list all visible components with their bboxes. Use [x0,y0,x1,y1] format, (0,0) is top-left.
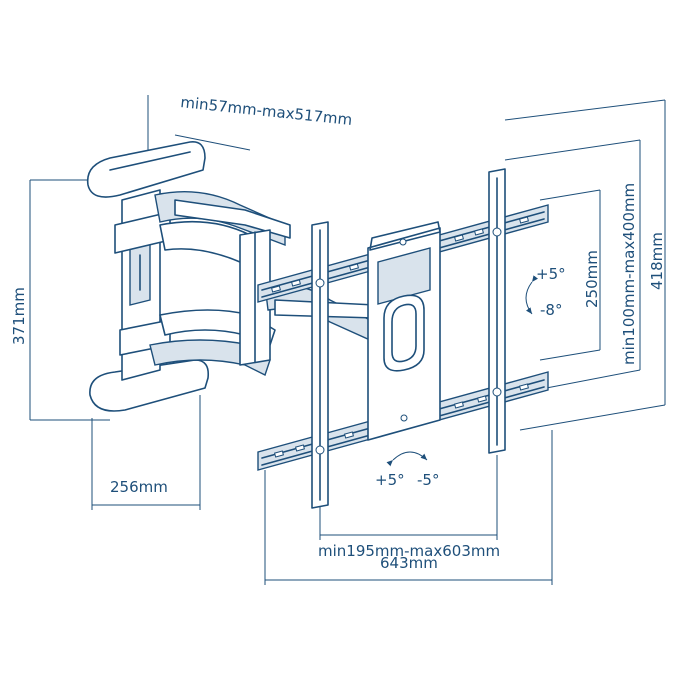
arm-extension-label: min57mm-max517mm [180,93,353,129]
horizontal-hole-spacing-label: min195mm-max603mm [318,542,500,560]
swivel-left-label: +5° [375,471,405,489]
swivel-indicator [386,451,428,467]
tv-bracket [257,168,549,509]
plate-height-label: 371mm [10,287,28,345]
overall-width-label: 643mm [380,554,438,572]
wall-plate [86,141,210,412]
overall-height-label: 418mm [648,232,666,290]
swivel-right-label: -5° [417,471,439,489]
tilt-down-label: -8° [540,301,562,319]
dimension-lines [29,95,666,585]
plate-width-label: 256mm [110,478,168,496]
tilt-up-label: +5° [536,265,566,283]
top-rail-slots [271,216,529,293]
vertical-hole-spacing-label: min100mm-max400mm [620,183,638,365]
rail-height-label: 250mm [583,250,601,308]
bottom-rail-slots [274,383,529,458]
tilt-indicator [525,275,539,315]
